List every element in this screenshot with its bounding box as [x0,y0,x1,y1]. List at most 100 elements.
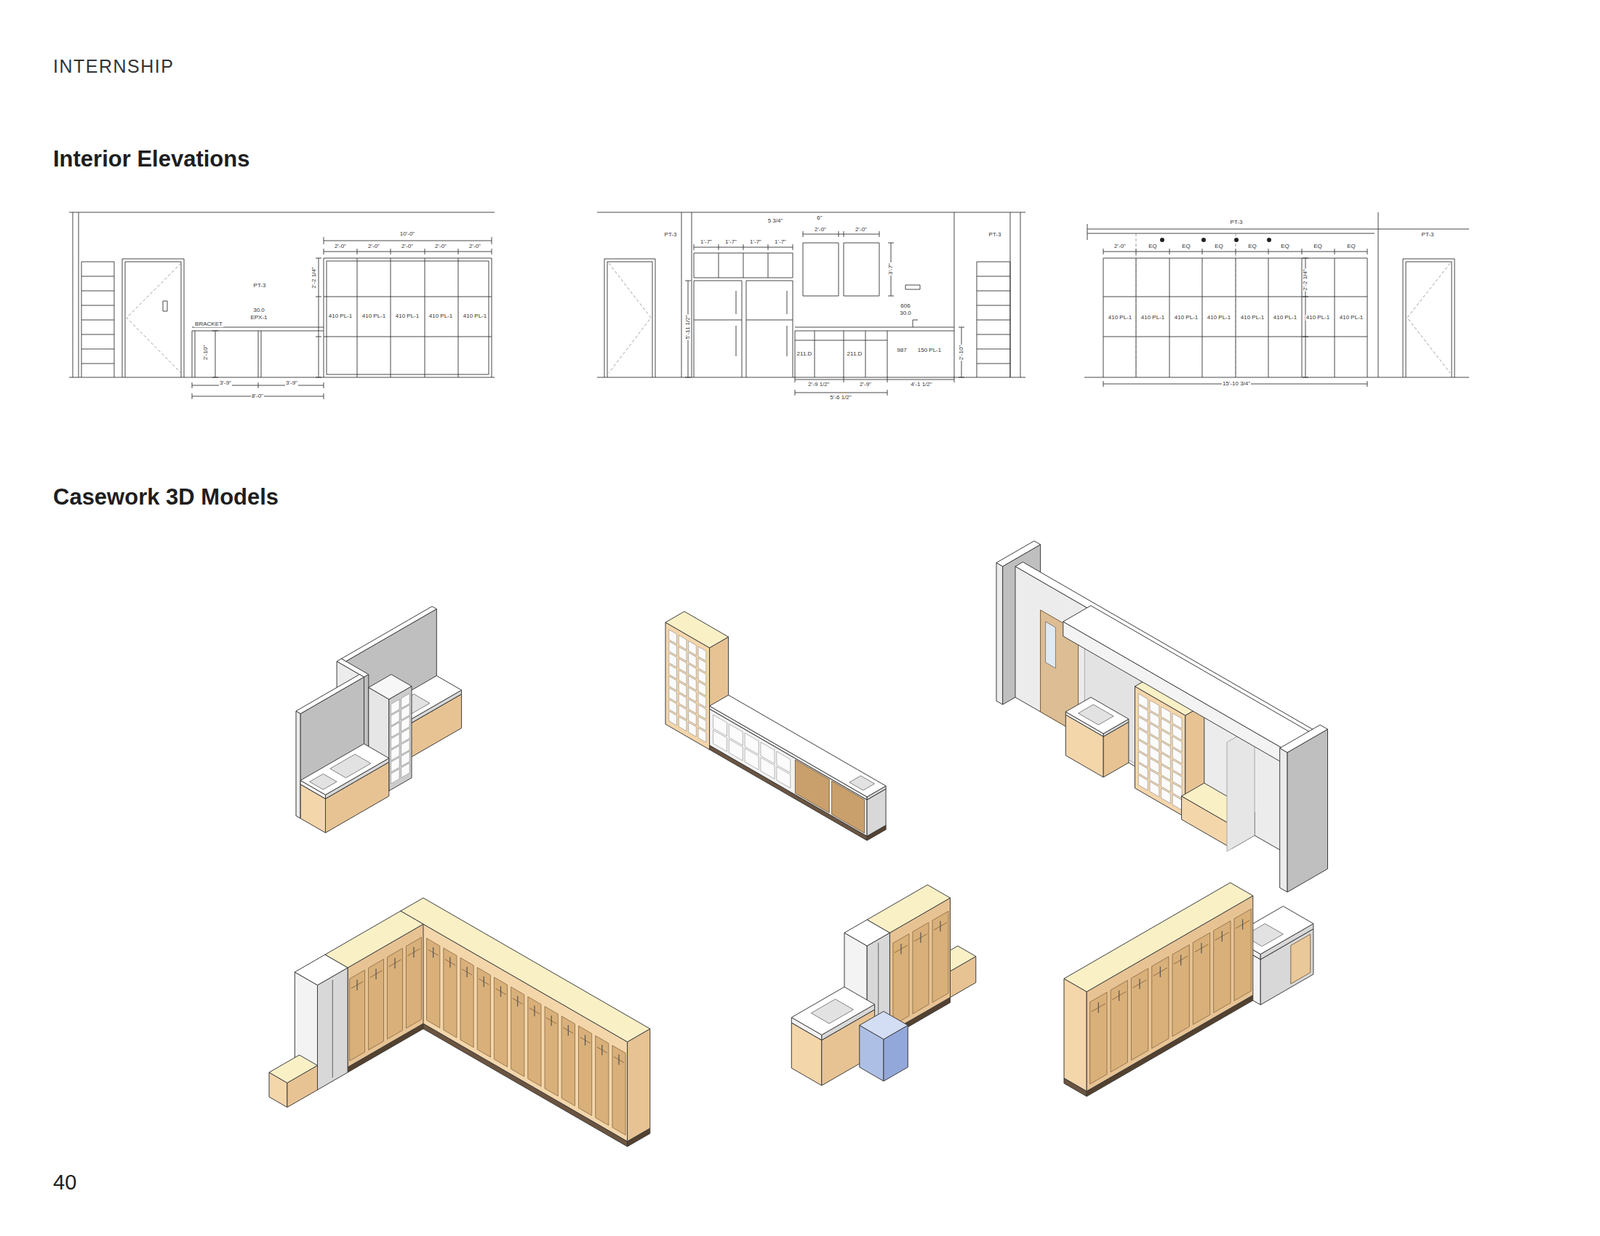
casework-face [296,711,301,819]
locker-cubby [387,948,403,1040]
light-fixture [1160,237,1165,243]
coat-hook [483,976,485,987]
casework-face [269,1055,318,1083]
coat-hook [584,1035,586,1046]
casework-face [341,606,437,662]
dimension-label: 2'-0" [367,243,381,250]
dimension-label: 1'-7" [749,239,763,246]
section-heading: Casework 3D Models [53,485,279,509]
dimension-label: 30.0 [252,307,266,314]
dimension-label: 5'-11 1/2" [685,314,691,340]
dimension-label: 2'-0" [333,243,347,250]
coat-hook [551,1016,552,1027]
coat-hook [517,996,518,1007]
glass-partition [1226,726,1255,852]
coat-hook [500,986,502,998]
light-fixture [1234,237,1239,243]
locker-cubby [932,911,949,1003]
dimension-label: EQ [1213,243,1224,250]
dimension-label: 410 PL-1 [361,313,387,320]
dimension-label: PT-3 [1421,232,1435,238]
locker-cubby [1192,933,1210,1025]
dimension-label: 410 PL-1 [428,313,454,320]
storage-bin [688,641,697,656]
dimension-label: 410 PL-1 [1338,314,1364,321]
dimension-label: PT-3 [1229,219,1244,226]
sink-basin [1078,704,1115,726]
dimension-label: 410 PL-1 [1272,314,1298,321]
dimension-label: 1'-7" [773,239,787,246]
dimension-label: 410 PL-1 [328,313,353,320]
dimension-label: 8'-0" [250,393,264,400]
dimension-label: EQ [1312,243,1323,250]
page-header: INTERNSHIP [53,57,174,76]
storage-bin [669,629,678,645]
dimension-label: 410 PL-1 [1173,314,1199,321]
light-fixture [1266,237,1272,243]
coat-hook [900,944,902,955]
dimension-label: EQ [1280,243,1291,250]
cabinet-door [1290,934,1311,984]
dimension-label: 410 PL-1 [1240,314,1265,321]
locker-cubby [1110,980,1128,1072]
storage-bin [401,693,411,709]
dimension-label: 410 PL-1 [1140,314,1166,321]
coat-hook [1098,1002,1099,1014]
coat-hook [618,1054,619,1065]
casework-face [859,1011,909,1040]
locker-cubby [349,970,366,1062]
locker-cubby [406,937,422,1029]
coat-hook [413,947,414,958]
dimension-label: 2'-0" [434,243,448,250]
dimension-label: 410 PL-1 [394,313,420,320]
dimension-label: 5 3/4" [767,218,784,224]
dimension-label: EQ [1181,243,1192,250]
casework-face [709,745,868,841]
casework-face [294,954,348,986]
dimension-label: 1'-7" [724,239,738,246]
dimension-label: EQ [1247,243,1258,250]
dimension-label: 410 PL-1 [1305,314,1331,321]
dimension-label: 3'-9" [285,380,299,387]
coat-hook [1160,967,1161,978]
casework-face [296,674,365,715]
casework-face [996,541,1041,567]
casework-face [1280,725,1328,753]
coat-hook [466,967,468,978]
casework-face [1280,748,1288,893]
locker-cubby [912,922,929,1015]
coat-hook [1180,954,1182,966]
locker-cubby [612,1045,626,1136]
coat-hook [533,1005,535,1016]
locker-cubby [426,938,440,1028]
dimension-label: 3'-9" [218,380,232,387]
casework-face [709,706,868,800]
storage-bin [776,751,791,774]
dimension-label: 211.D [796,351,814,358]
dimension-label: 10'-0" [399,231,416,238]
locker-cubby [368,959,384,1051]
elevation-middle-lines [597,212,1026,396]
coat-hook [1138,978,1140,990]
dimension-label: 606 [899,303,911,310]
coat-hook [1200,943,1202,954]
elevation-left-lines [69,212,495,400]
light-fixture [1201,237,1206,243]
dimension-label: 150 PL-1 [917,347,942,354]
locker-cubby [443,948,457,1038]
coat-hook [449,957,451,968]
storage-bin [1149,700,1160,716]
locker-cubby [511,986,525,1077]
dimension-label: 6" [816,215,823,222]
coat-hook [1118,990,1120,1001]
casework-face [1065,697,1129,734]
locker-cubby [1213,921,1231,1014]
casework-face [336,658,369,678]
sink-basin [309,773,337,790]
section-heading: Interior Elevations [53,147,250,171]
cabinet-door [794,760,830,814]
storage-bin [1172,713,1182,729]
coat-hook [1221,931,1223,942]
dimension-label: EPX-1 [249,314,268,321]
